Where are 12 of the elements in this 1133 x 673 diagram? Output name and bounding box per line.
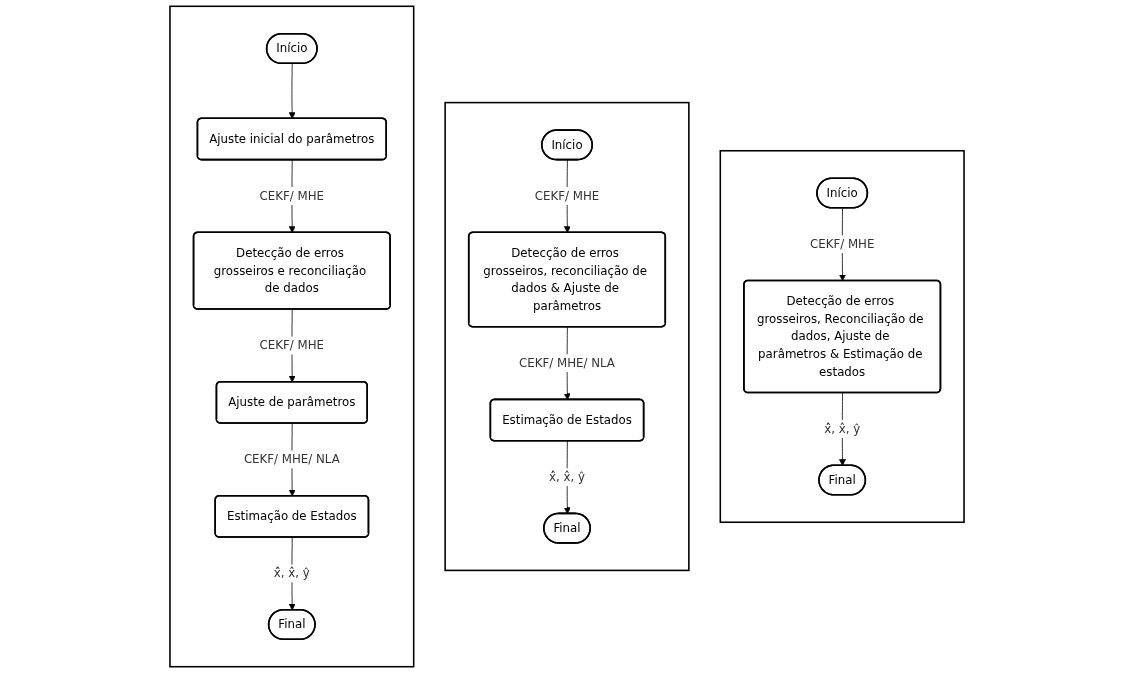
edge-label: CEKF/ MHE/ NLA: [243, 452, 340, 467]
cluster: [719, 149, 965, 524]
edge-label: CEKF/ MHE: [259, 188, 324, 203]
edge-label: ẋ̂, x̂, ŷ: [273, 566, 310, 581]
cluster: [168, 5, 414, 668]
edge-label: CEKF/ MHE: [809, 236, 874, 251]
edge-label: ẋ̂, x̂, ŷ: [548, 469, 585, 484]
edge-label: CEKF/ MHE: [259, 338, 324, 353]
edge-label: ẋ̂, x̂, ŷ: [823, 421, 860, 436]
edge-label: CEKF/ MHE: [534, 188, 599, 203]
cluster: [443, 101, 690, 572]
edge-label: CEKF/ MHE/ NLA: [518, 355, 615, 370]
